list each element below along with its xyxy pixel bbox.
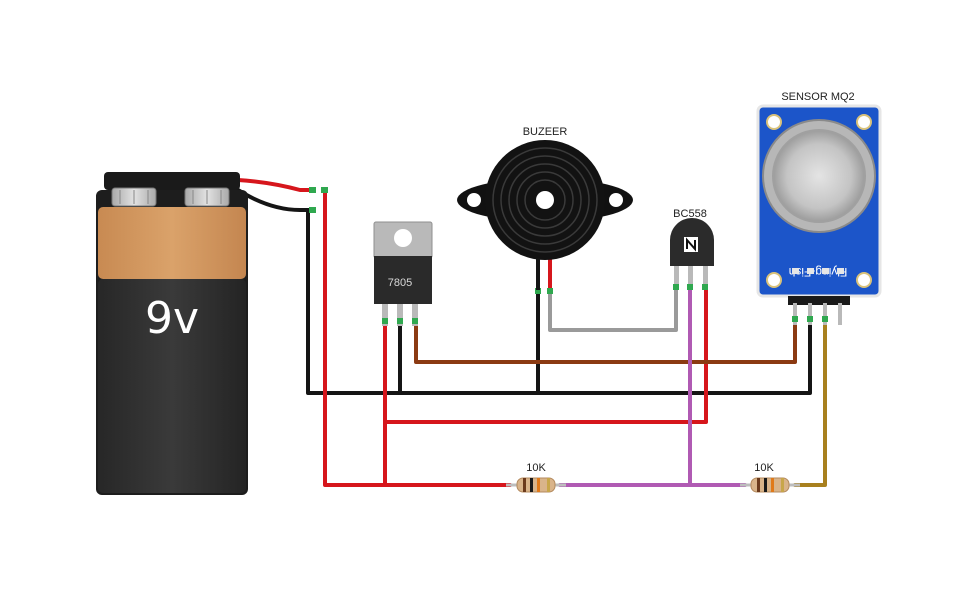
sensor-label: SENSOR MQ2 [781,91,854,103]
wire-joints [309,187,828,324]
buzzer-sound-hole [536,191,554,209]
resistor-body [750,477,790,493]
sensor-mount-hole [856,114,872,130]
sensor-pin [823,303,827,325]
battery-positive-wire [323,190,512,487]
transistor-label: BC558 [673,208,707,220]
resistor-left-label: 10K [526,462,546,474]
battery-label: 9v [145,293,199,344]
resistor-right-label: 10K [754,462,774,474]
buzzer-label: BUZEER [523,126,568,138]
transistor-pin [674,266,679,290]
battery-9v: 9v [96,172,248,495]
regulator-pin [412,304,418,326]
buzzer-mount-hole [467,193,481,207]
battery-terminals [111,187,230,207]
sensor-pin [838,303,842,325]
regulator-body [374,256,432,304]
regulator-mount-hole [394,229,412,247]
sensor-mount-hole [766,272,782,288]
buzzer-transistor-wire [548,288,678,332]
voltage-regulator-7805: 7805 [373,221,433,326]
wires [236,178,827,487]
regulator-pin [382,304,388,326]
sensor-pin [793,303,797,325]
sensor-silkscreen: Flying-Fish [789,265,848,279]
sensor-mount-hole [766,114,782,130]
buzzer-rings [492,147,598,253]
sensor-pin [808,303,812,325]
regulator-pin [397,304,403,326]
sensor-mount-hole [856,272,872,288]
buzzer-mount-hole [609,193,623,207]
battery-black-lead [236,188,314,212]
sensor-mesh [772,129,866,223]
five-volt-wire [383,288,708,424]
transistor-bc558: BC558 [670,208,714,290]
sensor-header [788,296,850,305]
resistor-left: 10K [506,462,566,493]
transistor-pin [703,266,708,290]
sensor-out-wire [793,318,827,487]
resistor-right: 10K [740,462,800,493]
ground-wire [306,208,812,395]
transistor-pin [688,266,693,290]
battery-red-lead [236,178,314,192]
sensor-mq2: SENSOR MQ2 Flying-Fish [756,91,882,325]
battery-snap-clip [104,172,240,190]
regulator-label: 7805 [388,277,412,289]
buzzer: BUZEER [457,126,633,260]
resistor-body [516,477,556,493]
battery-body [98,279,246,493]
battery-top-wrap [98,207,246,279]
sensor-vcc-wire [414,318,797,364]
